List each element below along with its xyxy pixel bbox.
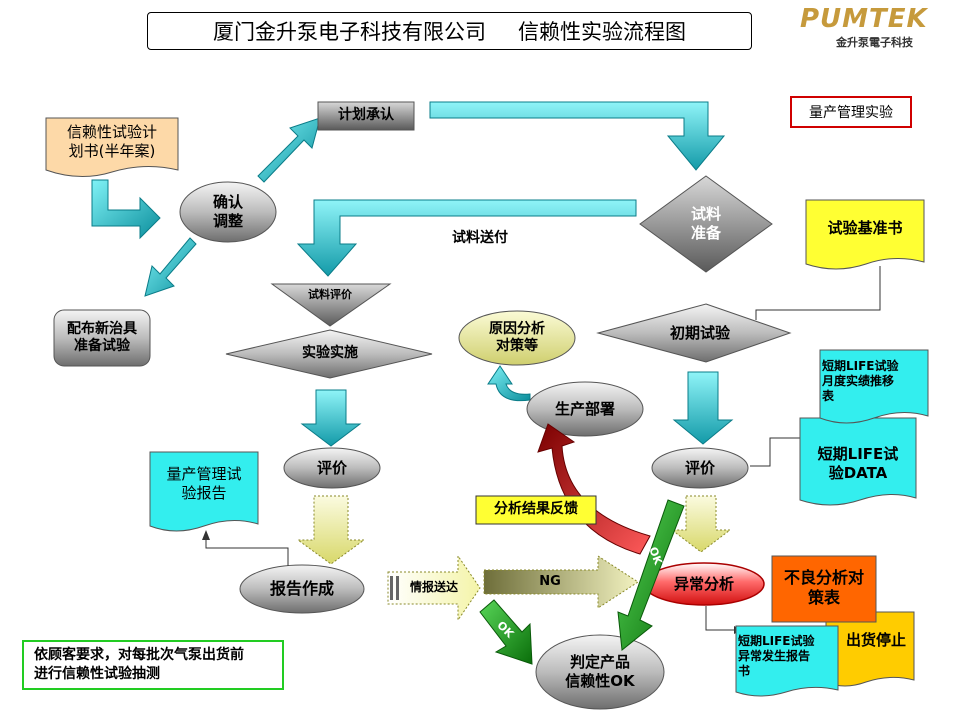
initial-test-diamond [596,303,792,363]
logo-text: PUMTEK [800,4,928,34]
eval-left-ellipse [283,447,381,489]
production-ellipse [526,381,644,437]
arrow-eval-to-abnormal [670,495,732,553]
report-create-ellipse [239,564,365,614]
life-data-doc-shape [799,417,917,506]
defect-table-text: 不良分析对 策表 [783,568,864,607]
arrow-ng [483,555,639,609]
distribute-tools-rect [53,309,151,367]
mass-report-text: 量产管理试 验报告 [166,465,242,502]
baseline-doc-shape [805,199,925,270]
arrow-plan-to-confirm [91,179,161,240]
material-eval-text: 试料评价 [308,288,352,302]
line-eval-to-life [750,437,800,467]
customer-note: 依顾客要求，对每批次气泵出货前 进行信赖性试验抽测 [22,640,284,690]
line-report-to-mass [205,538,289,566]
eval-right-text: 评价 [684,458,715,477]
life-abnormal-doc-shape [735,625,839,697]
distribute-tools-text: 配布新治具 准备试验 [67,320,137,355]
line-abnormal-to-life [705,606,736,631]
mass-test-label: 量产管理实验 [790,96,912,128]
plan-doc-text: 信赖性试验计 划书(半年案) [66,123,157,160]
judge-ok-ellipse [535,634,665,710]
mass-report-doc-shape [149,451,259,532]
cause-analysis-ellipse [458,310,576,366]
pumtek-logo: PUMTEK 金升泵電子科技 [800,4,950,49]
feedback-text: 分析结果反馈 [494,501,578,518]
arrow-initial-to-eval [672,371,734,445]
arrow-feedback [537,423,651,555]
experiment-text: 实验实施 [302,345,358,362]
judge-ok-text: 判定产品 信赖性OK [565,653,635,690]
life-abnormal-text: 短期LIFE试验 异常发生报告 书 [738,633,815,678]
stop-ship-text: 出货停止 [845,630,906,649]
production-text: 生产部署 [554,399,615,418]
experiment-diamond [225,329,433,379]
arrow-material-send [296,199,637,277]
initial-test-text: 初期试验 [669,323,730,342]
ng-text: NG [539,573,561,589]
chart-title: 信赖性实验流程图 [518,20,686,44]
arrow-confirm-to-distribute [144,237,197,297]
info-send-text: 情报送达 [409,579,458,594]
title-box: 厦门金升泵电子科技有限公司 信赖性实验流程图 [147,12,752,50]
life-data-text: 短期LIFE试 验DATA [817,445,899,482]
confirm-adjust-text: 确认 调整 [212,193,243,230]
plan-doc-shape [45,117,179,178]
life-monthly-doc-shape [819,349,929,424]
arrow-info-send [387,554,481,622]
arrow-production-to-cause [487,365,531,402]
life-monthly-text: 短期LIFE试验 月度实绩推移 表 [822,358,899,403]
arrow-ok-to-judge [479,599,533,665]
defect-table-rect [771,555,877,623]
cause-analysis-text: 原因分析 对策等 [489,320,545,355]
arrow-eval-ok-down [617,499,685,651]
material-prep-text: 试料 准备 [690,205,721,242]
logo-sub: 金升泵電子科技 [836,36,913,49]
material-prep-diamond [639,175,773,273]
arrow-exp-to-eval [300,389,362,447]
report-create-text: 报告作成 [269,579,334,598]
confirm-adjust-ellipse [179,181,277,243]
arrow-approval-to-prep [429,101,726,171]
material-eval-triangle [270,283,392,327]
baseline-text: 试验基准书 [827,218,903,237]
plan-approval-text: 计划承认 [338,107,394,124]
arrow-eval-to-report [296,495,366,565]
company-name: 厦门金升泵电子科技有限公司 [213,20,486,44]
arrow-confirm-to-approval [257,117,321,183]
abnormal-text: 异常分析 [673,574,734,593]
eval-left-text: 评价 [316,458,347,477]
plan-approval-rect [317,101,415,131]
material-send-text: 试料送付 [452,230,508,247]
eval-right-ellipse [651,447,749,489]
line-baseline-to-initial [755,266,881,320]
feedback-rect [475,495,597,525]
